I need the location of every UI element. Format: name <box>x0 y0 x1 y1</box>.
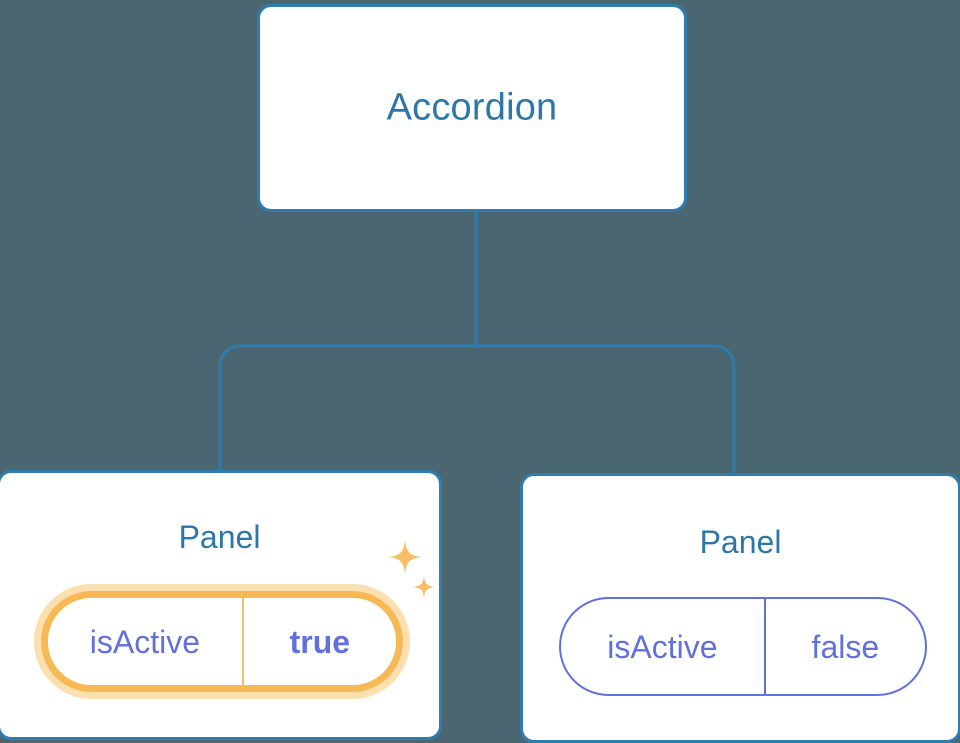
node-accordion-title: Accordion <box>386 86 558 129</box>
prop-pill-ring <box>41 591 403 692</box>
prop-pill-active-wrapper: isActive true <box>34 584 410 699</box>
prop-pill-inactive-divider <box>763 599 766 694</box>
prop-pill-inactive-key: isActive <box>607 628 718 665</box>
prop-pill-halo <box>34 584 410 699</box>
node-panel-inactive-title: Panel <box>699 524 782 560</box>
prop-pill-inactive[interactable]: isActive false <box>559 597 927 696</box>
node-panel-active-title: Panel <box>178 519 261 555</box>
connector-branch-left <box>218 344 476 472</box>
prop-pill-active-divider <box>241 598 244 685</box>
prop-pill-active[interactable]: isActive true <box>48 598 396 685</box>
connector-branch-right <box>476 344 736 474</box>
prop-pill-active-value: true <box>289 623 351 660</box>
prop-pill-inactive-value: false <box>811 628 880 665</box>
node-panel-inactive[interactable]: Panel isActive false <box>520 473 960 743</box>
prop-pill-inactive-wrapper: isActive false <box>559 597 927 696</box>
prop-pill-active-key: isActive <box>89 623 200 660</box>
node-accordion[interactable]: Accordion <box>257 4 687 212</box>
node-panel-active[interactable]: Panel isActive true <box>0 470 442 740</box>
